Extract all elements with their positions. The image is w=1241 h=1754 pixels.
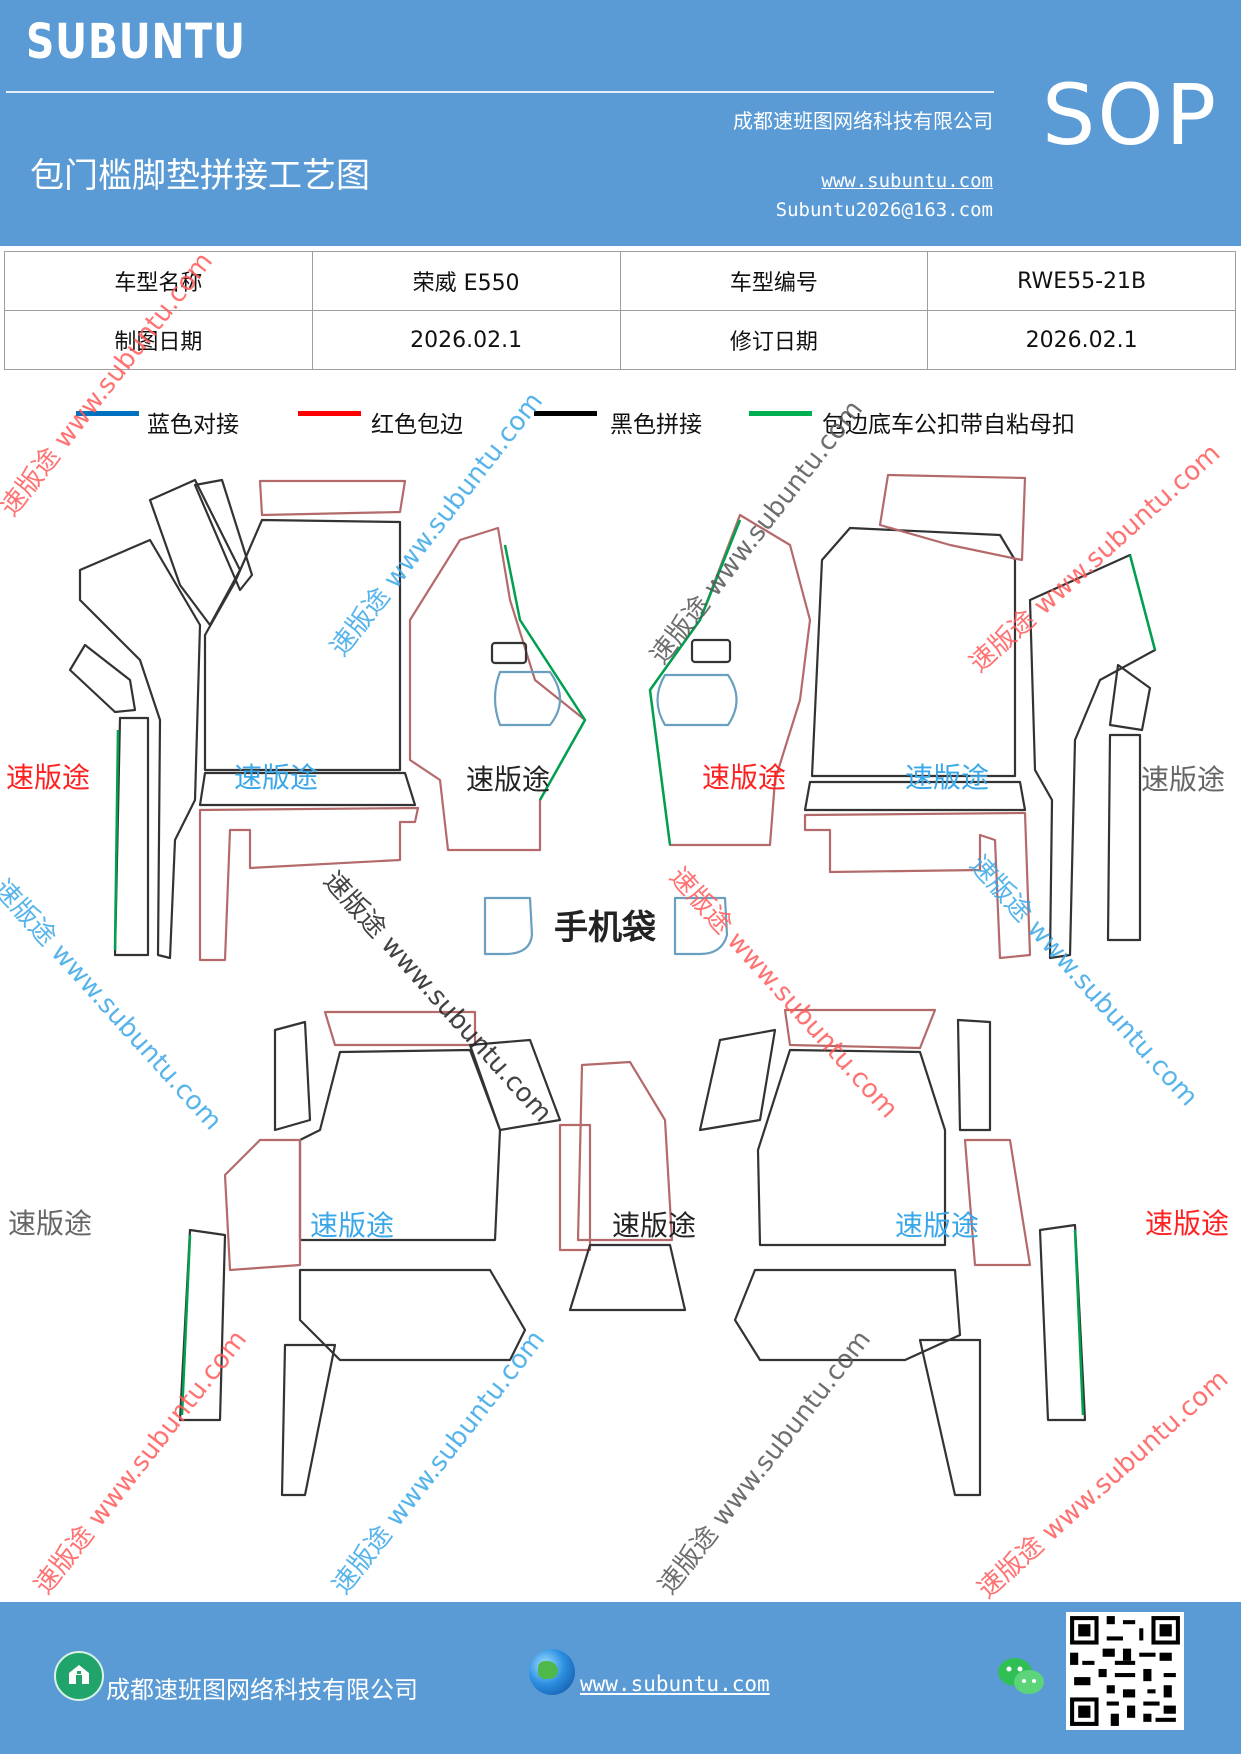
green-edge-bl-side <box>180 1234 192 1416</box>
mat-piece-tl-side <box>78 538 202 960</box>
mat-piece-tr-bottom <box>803 811 1032 960</box>
revise-date-label: 修订日期 <box>619 310 929 370</box>
home-icon <box>54 1651 104 1701</box>
mat-piece-bl-mid <box>223 1138 302 1272</box>
mat-piece-tl-wedge1 <box>148 478 242 627</box>
model-name-label: 车型名称 <box>4 251 313 311</box>
mat-piece-bl-top-strip <box>323 1010 477 1047</box>
qr-code <box>1066 1612 1184 1730</box>
mat-piece-tl-bottom <box>198 806 420 962</box>
legend-label-blue: 蓝色对接 <box>147 412 239 438</box>
green-edge-tr-seat <box>648 519 742 846</box>
model-code-value: RWE55-21B <box>927 251 1236 311</box>
mat-piece-center-bottom <box>568 1243 687 1312</box>
mat-piece-tr-cutout <box>690 638 732 664</box>
email-address[interactable]: Subuntu2026@163.com <box>775 199 993 221</box>
legend-swatch-black <box>534 411 597 416</box>
phone-bag-left-outline <box>483 896 534 956</box>
legend-label-red: 红色包边 <box>371 412 463 438</box>
legend-swatch-blue <box>76 411 139 416</box>
table-row: 车型名称 荣威 E550 车型编号 RWE55-21B <box>4 251 1236 311</box>
footer-website-link[interactable]: www.subuntu.com <box>580 1672 770 1696</box>
sop-badge: SOP <box>1042 66 1219 164</box>
mat-piece-tr-rail <box>1106 733 1142 942</box>
mat-piece-tl-main <box>203 518 402 772</box>
mat-piece-bl-bottom <box>298 1268 527 1362</box>
green-edge-tl-seat <box>503 544 587 801</box>
model-code-label: 车型编号 <box>619 251 929 311</box>
legend-swatch-red <box>298 411 361 416</box>
draw-date-value: 2026.02.1 <box>311 310 621 370</box>
mat-piece-tl-wedge2 <box>193 478 254 592</box>
mat-piece-bl-side <box>178 1228 227 1422</box>
company-name: 成都速班图网络科技有限公司 <box>733 109 993 133</box>
brand-logo: SUBUNTU <box>26 14 246 70</box>
footer-company: 成都速班图网络科技有限公司 <box>106 1676 418 1704</box>
mat-piece-bl-main <box>298 1048 502 1242</box>
mat-piece-br-top-strip <box>783 1008 937 1050</box>
revise-date-value: 2026.02.1 <box>927 310 1236 370</box>
mat-piece-tr-main <box>810 526 1017 778</box>
green-edge-tl-side <box>113 729 120 951</box>
mat-piece-bl-leg <box>280 1343 337 1497</box>
header-divider <box>6 91 994 93</box>
legend-swatch-green <box>749 411 812 416</box>
page-title: 包门槛脚垫拼接工艺图 <box>30 156 370 196</box>
globe-icon <box>529 1649 575 1695</box>
mat-piece-bl-center <box>558 1123 592 1252</box>
draw-date-label: 制图日期 <box>4 310 313 370</box>
mat-piece-tr-bar <box>803 780 1027 812</box>
mat-piece-br-bottom <box>733 1268 962 1362</box>
legend-label-black: 黑色拼接 <box>610 412 702 438</box>
green-edge-br-side <box>1073 1229 1085 1416</box>
legend-label-green: 包边底车公扣带自粘母扣 <box>822 412 1075 438</box>
mat-piece-tr-side <box>1028 553 1157 960</box>
mat-piece-tl-rail <box>113 716 150 957</box>
mat-piece-br-side <box>1038 1223 1087 1422</box>
mat-piece-tl-bar <box>198 771 417 807</box>
website-link[interactable]: www.subuntu.com <box>821 170 993 192</box>
mat-piece-bl-wedge <box>468 1038 562 1132</box>
mat-piece-tl-top-strip <box>258 479 407 517</box>
header-banner: SUBUNTU 成都速班图网络科技有限公司 包门槛脚垫拼接工艺图 www.sub… <box>0 0 1241 246</box>
mat-piece-tl-small <box>68 643 137 714</box>
phone-slot-left <box>493 670 562 727</box>
vehicle-info-table: 车型名称 荣威 E550 车型编号 RWE55-21B 制图日期 2026.02… <box>4 251 1236 370</box>
wechat-icon[interactable] <box>996 1655 1046 1699</box>
floor-mat-diagram <box>68 473 1157 1497</box>
mat-piece-tr-top-strip <box>878 473 1027 562</box>
mat-piece-center-strip <box>576 1060 674 1242</box>
phone-slot-right <box>656 673 738 727</box>
green-edge-tr-side <box>1128 554 1157 651</box>
model-name-value: 荣威 E550 <box>311 251 621 311</box>
table-row: 制图日期 2026.02.1 修订日期 2026.02.1 <box>4 310 1236 370</box>
mat-piece-tl-cutout <box>490 641 528 665</box>
mat-piece-br-right <box>956 1018 992 1132</box>
mat-piece-bl-left <box>273 1020 312 1132</box>
mat-piece-tr-small <box>1108 663 1152 732</box>
mat-piece-br-mid <box>963 1138 1032 1267</box>
mat-piece-br-main <box>756 1048 947 1247</box>
mat-piece-br-wedge <box>698 1028 777 1132</box>
phone-bag-right-outline <box>673 896 729 956</box>
mat-piece-br-leg <box>918 1338 982 1497</box>
